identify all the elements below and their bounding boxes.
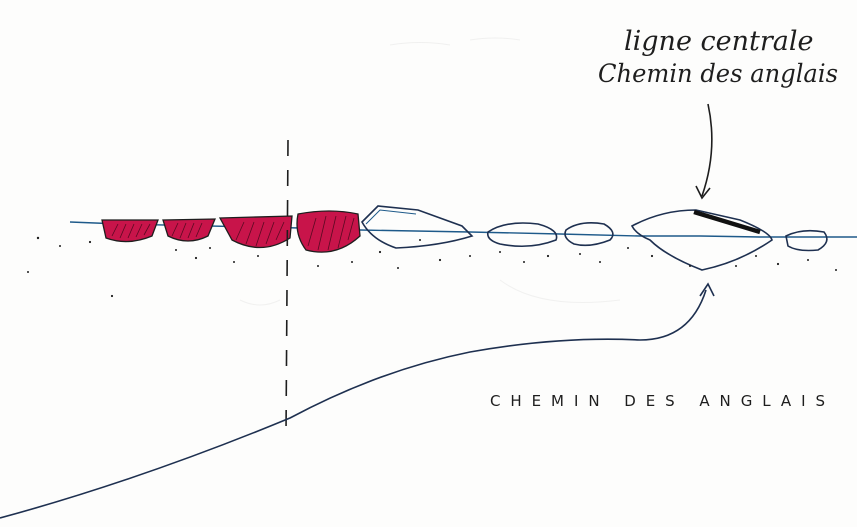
magenta-blocks <box>102 211 360 252</box>
block-3 <box>220 216 292 248</box>
stone-2 <box>488 223 557 246</box>
stone-5 <box>786 231 827 251</box>
outlined-stones <box>362 206 827 270</box>
block-1 <box>102 220 158 242</box>
stone-4-center <box>632 210 772 270</box>
ghost-marks <box>240 38 620 305</box>
block-2 <box>163 219 215 241</box>
dashed-axis-line <box>286 140 288 434</box>
path-label: CHEMIN DES ANGLAIS <box>490 392 828 410</box>
annotation-line-1: ligne centrale <box>624 26 813 57</box>
annotation-line-2: Chemin des anglais <box>598 59 838 88</box>
annotation-arrow <box>702 104 712 196</box>
curve-arrowhead <box>700 284 714 296</box>
stone-1 <box>362 206 472 248</box>
